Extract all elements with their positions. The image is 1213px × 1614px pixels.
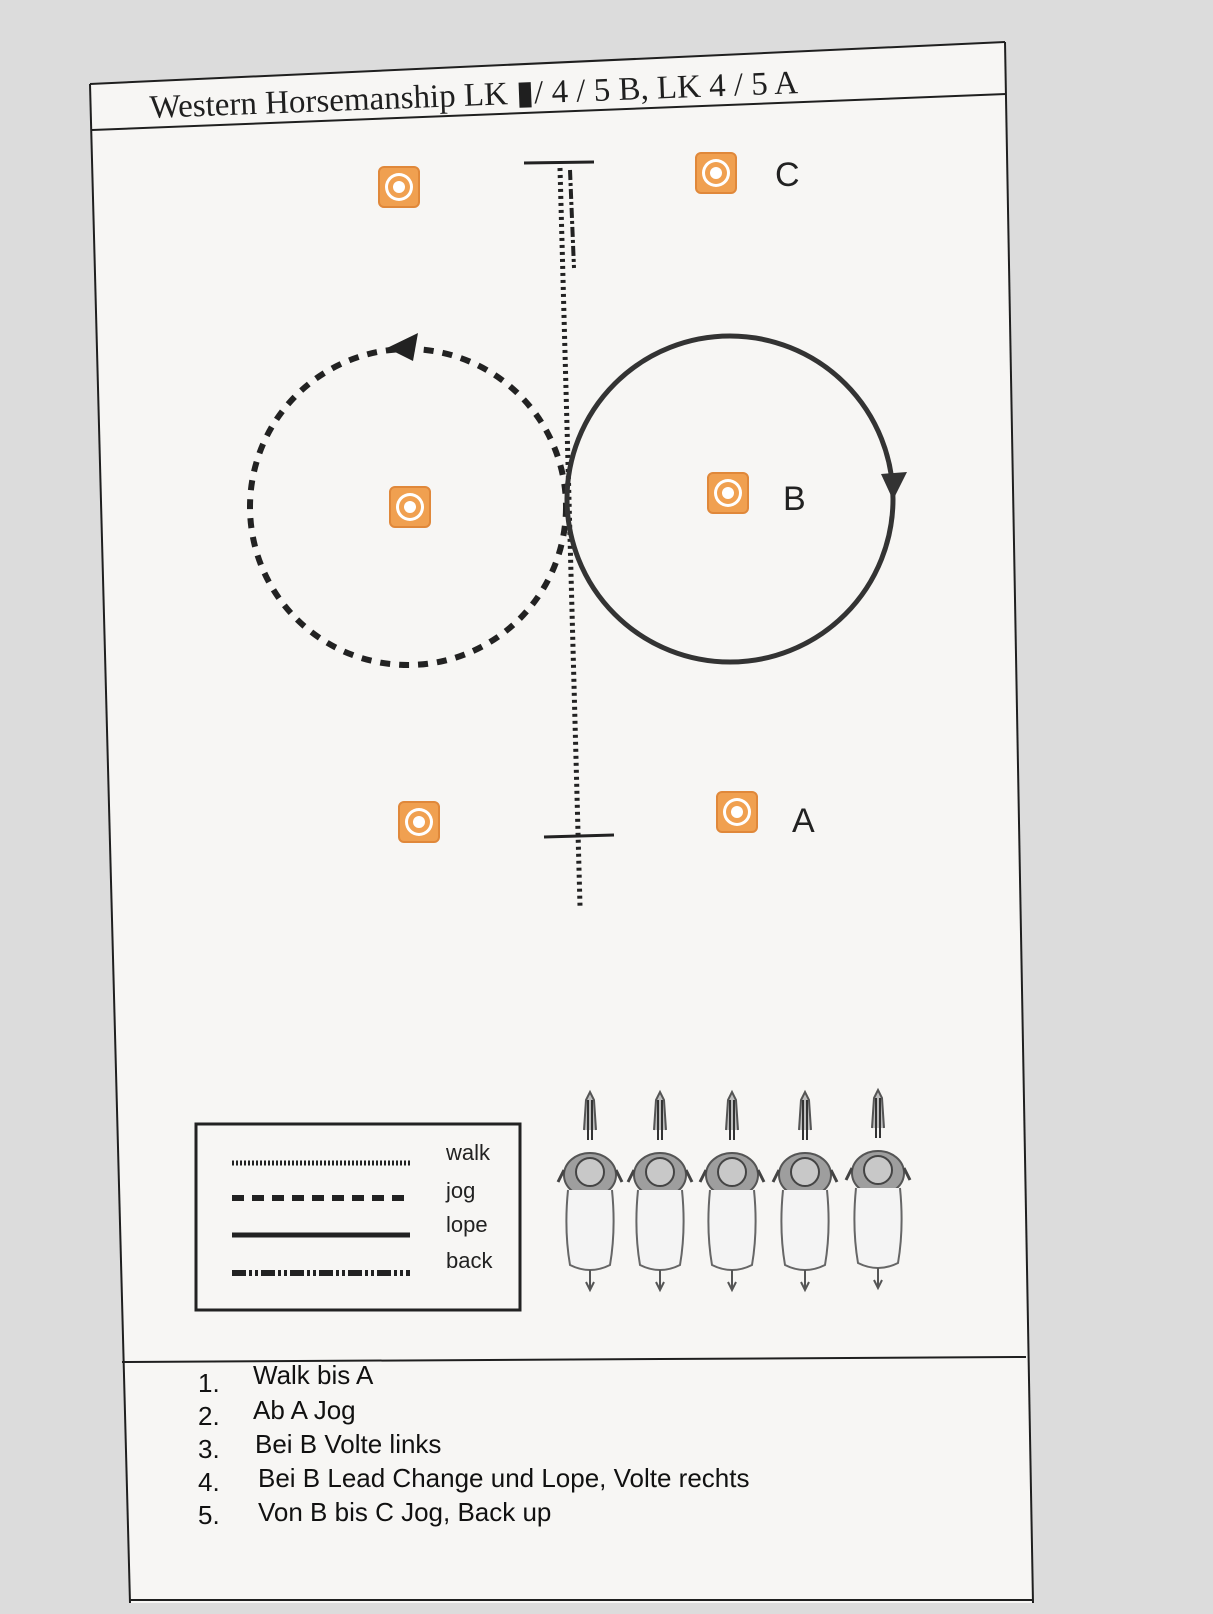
instruction-number: 4. <box>198 1467 220 1497</box>
instruction-text: Von B bis C Jog, Back up <box>258 1497 551 1527</box>
instruction-text: Bei B Volte links <box>255 1429 441 1459</box>
cone-c <box>696 153 736 193</box>
cone-a <box>717 792 757 832</box>
cone-bottom-left <box>399 802 439 842</box>
bottom-cross-marker <box>544 835 614 837</box>
legend-back-label: back <box>446 1248 493 1273</box>
cone-b <box>708 473 748 513</box>
instruction-text: Walk bis A <box>253 1360 374 1390</box>
instruction-number: 2. <box>198 1401 220 1431</box>
paper-sheet <box>90 42 1033 1603</box>
instruction-text: Bei B Lead Change und Lope, Volte rechts <box>258 1463 749 1493</box>
marker-b-label: B <box>783 480 806 518</box>
instruction-number: 3. <box>198 1434 220 1464</box>
legend-jog-label: jog <box>445 1178 475 1203</box>
legend-lope-label: lope <box>446 1212 488 1237</box>
cone-left-center <box>390 487 430 527</box>
legend-walk-label: walk <box>445 1140 491 1165</box>
instruction-number: 1. <box>198 1368 220 1398</box>
marker-a-label: A <box>792 802 815 840</box>
instruction-text: Ab A Jog <box>253 1395 356 1425</box>
top-t-marker <box>524 162 594 163</box>
marker-c-label: C <box>775 156 800 194</box>
instruction-number: 5. <box>198 1500 220 1530</box>
cone-top-left <box>379 167 419 207</box>
